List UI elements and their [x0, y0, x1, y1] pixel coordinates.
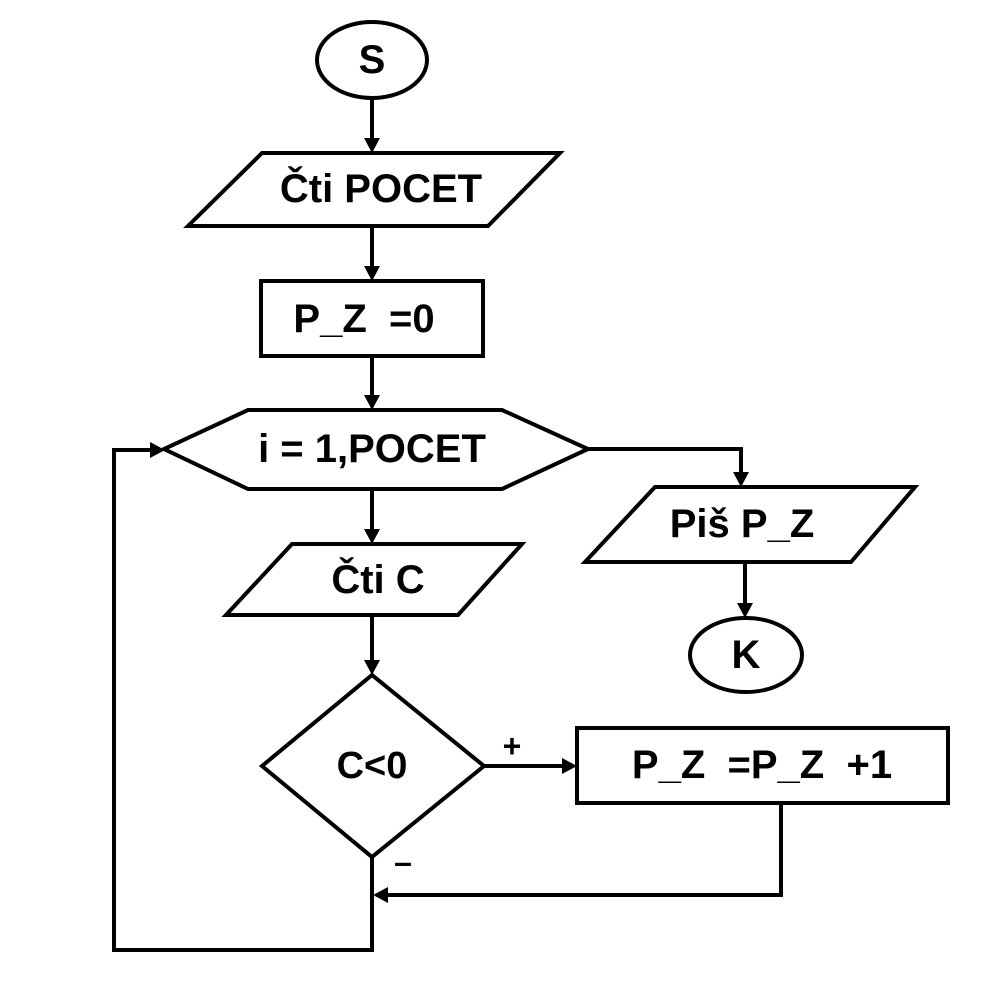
decision-node: C<0 — [258, 672, 488, 860]
process-init: P_Z =0 — [259, 279, 485, 358]
write-label: Piš P_Z — [670, 502, 815, 546]
input-read-pocet: Čti POCET — [183, 151, 565, 228]
connector-increment-merge — [373, 803, 783, 903]
arrowhead — [737, 603, 753, 618]
connector-read-init — [364, 226, 380, 281]
start-label: S — [359, 38, 386, 82]
connector-start-read — [364, 98, 380, 153]
read-pocet-label: Čti POCET — [280, 165, 482, 211]
connector-loop-readc — [364, 489, 380, 544]
arrowhead — [364, 266, 380, 281]
read-pocet-parallelogram — [183, 151, 565, 228]
arrowhead — [373, 887, 388, 903]
start-node: S — [315, 20, 429, 100]
connector-yes-branch — [484, 758, 577, 774]
process-increment: P_Z =P_Z +1 — [575, 726, 950, 805]
arrowhead — [562, 758, 577, 774]
yes-branch-label: + — [503, 728, 522, 764]
arrowhead — [733, 472, 749, 487]
arrowhead — [150, 442, 165, 458]
input-read-c: Čti C — [221, 542, 527, 617]
arrowhead — [364, 138, 380, 153]
init-label: P_Z =0 — [293, 297, 434, 341]
end-node: K — [688, 616, 804, 694]
init-box — [259, 279, 485, 358]
arrowhead — [364, 529, 380, 544]
read-c-parallelogram — [221, 542, 527, 617]
connector-loop-back — [112, 442, 374, 952]
write-parallelogram — [580, 485, 920, 564]
loop-node: i = 1,POCET — [159, 408, 593, 491]
read-c-label: Čti C — [331, 556, 424, 602]
end-oval — [688, 616, 804, 694]
connector-loop-exit — [588, 447, 749, 487]
connector-write-end — [737, 562, 753, 618]
increment-box — [575, 726, 950, 805]
increment-label: P_Z =P_Z +1 — [632, 743, 892, 787]
end-label: K — [732, 633, 761, 677]
condition-label: C<0 — [337, 745, 408, 787]
loop-hexagon — [159, 408, 593, 491]
loop-label: i = 1,POCET — [258, 427, 486, 471]
no-branch-label: – — [394, 844, 412, 880]
arrowhead — [364, 395, 380, 410]
connector-readc-condition — [364, 615, 380, 675]
arrowhead — [364, 660, 380, 675]
connector-init-loop — [364, 356, 380, 410]
output-write: Piš P_Z — [580, 485, 920, 564]
